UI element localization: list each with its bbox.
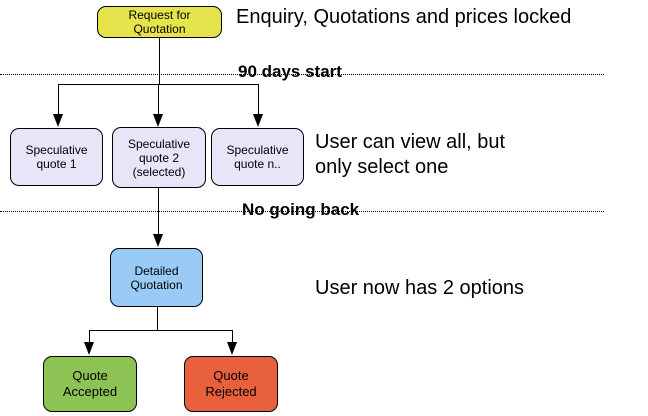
phase-label-no-going-back: No going back <box>242 200 360 219</box>
node-speculative-quote-n: Speculative quote n.. <box>211 128 304 186</box>
arrowhead-rejected <box>227 342 237 355</box>
node-spec1-label: Speculative quote 1 <box>25 143 88 171</box>
connector-drop-spec2 <box>158 85 159 115</box>
node-request-label: Request for Quotation <box>128 8 191 36</box>
arrowhead-accepted <box>84 342 94 355</box>
node-detailed-quotation: Detailed Quotation <box>110 248 203 307</box>
phase-label-90-days-start: 90 days start <box>238 62 342 81</box>
arrowhead-spec1 <box>53 114 63 127</box>
annotation-view-all: User can view all, but only select one <box>315 131 506 178</box>
node-speculative-quote-1: Speculative quote 1 <box>10 128 103 186</box>
connector-drop-spec1 <box>58 85 59 115</box>
connector-request-down <box>159 38 160 85</box>
connector-branch-bottom <box>89 330 233 331</box>
arrowhead-spec2 <box>153 114 163 127</box>
node-spec2-label: Speculative quote 2 (selected) <box>127 136 191 179</box>
node-detailed-label: Detailed Quotation <box>130 263 183 292</box>
connector-detailed-down <box>157 307 158 331</box>
annotation-two-options: User now has 2 options <box>315 277 525 299</box>
annotation-enquiry: Enquiry, Quotations and prices locked <box>236 6 572 28</box>
connector-drop-specn <box>258 85 259 115</box>
node-quote-rejected: Quote Rejected <box>184 356 278 412</box>
node-speculative-quote-2: Speculative quote 2 (selected) <box>112 127 206 188</box>
connector-drop-accepted <box>89 331 90 343</box>
node-request-for-quotation: Request for Quotation <box>97 6 222 38</box>
connector-branch-top <box>58 84 259 85</box>
node-quote-accepted: Quote Accepted <box>43 356 137 412</box>
node-specn-label: Speculative quote n.. <box>226 143 289 171</box>
arrowhead-detailed <box>153 234 163 247</box>
arrowhead-specn <box>253 114 263 127</box>
connector-drop-rejected <box>232 331 233 343</box>
node-rejected-label: Quote Rejected <box>205 368 257 399</box>
connector-spec2-detailed <box>158 188 159 234</box>
phase-separator-no-going-back <box>0 211 604 212</box>
phase-separator-90-days <box>0 74 604 75</box>
node-accepted-label: Quote Accepted <box>62 368 118 399</box>
